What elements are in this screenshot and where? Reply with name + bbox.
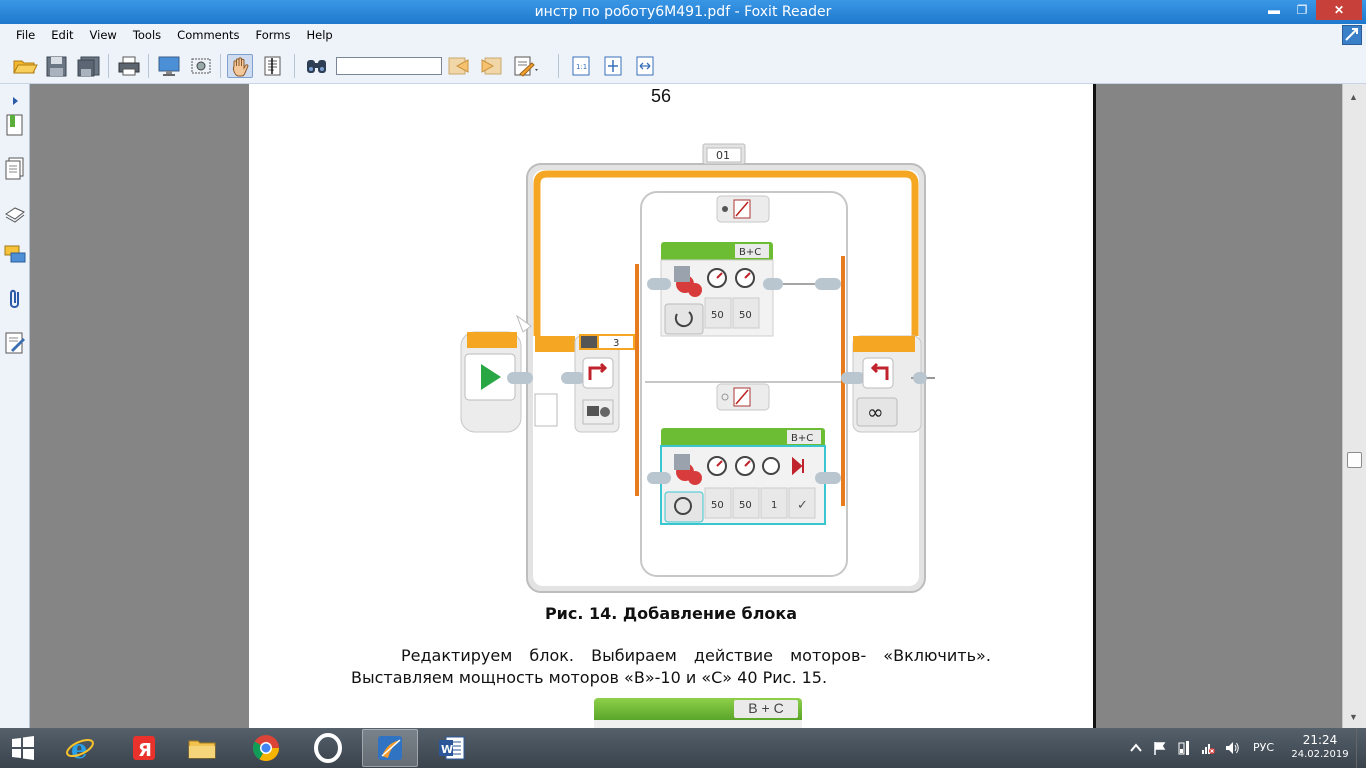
- page-number: 56: [651, 86, 672, 106]
- block1-value-1: 50: [739, 310, 752, 321]
- fullscreen-icon[interactable]: [156, 54, 182, 78]
- next-result-icon[interactable]: [478, 54, 504, 78]
- paragraph-line-2: Выставляем мощность моторов «В»-10 и «С»…: [351, 668, 828, 687]
- loop-counter: 01: [716, 149, 730, 162]
- prev-result-icon[interactable]: [446, 54, 472, 78]
- start-icon[interactable]: [0, 729, 46, 767]
- minimize-button[interactable]: ▬: [1268, 3, 1280, 17]
- next-figure-label: B + C: [734, 700, 798, 718]
- bookmarks-icon[interactable]: [3, 112, 27, 138]
- maximize-button[interactable]: ❐: [1296, 3, 1308, 17]
- layers-icon[interactable]: [3, 200, 27, 226]
- attachments-icon[interactable]: [3, 286, 27, 312]
- pdf-page: 56 01: [249, 84, 1096, 728]
- ev3-program-figure: 01: [449, 136, 939, 606]
- volume-icon[interactable]: [1224, 740, 1240, 756]
- actual-size-icon[interactable]: 1:1: [568, 54, 594, 78]
- figure-caption: Рис. 14. Добавление блока: [544, 604, 798, 623]
- word-icon[interactable]: W: [424, 729, 480, 767]
- document-view[interactable]: 56 01: [30, 84, 1342, 728]
- expand-panel-icon[interactable]: [3, 88, 27, 105]
- yandex-browser-icon[interactable]: Я: [116, 729, 172, 767]
- opera-icon[interactable]: [300, 729, 356, 767]
- show-desktop-button[interactable]: [1356, 728, 1366, 768]
- toolbar: 1:1: [0, 46, 1366, 84]
- menu-bar: File Edit View Tools Comments Forms Help: [0, 24, 1366, 46]
- restore-ribbon-icon[interactable]: [1342, 25, 1362, 45]
- window-title: инстр по роботу6М491.pdf - Foxit Reader: [534, 4, 832, 20]
- scroll-down-icon[interactable]: ▼: [1349, 712, 1358, 722]
- scroll-thumb[interactable]: [1347, 452, 1362, 468]
- paragraph-line-1: Редактируем блок. Выбираем действие мото…: [401, 646, 991, 665]
- print-icon[interactable]: [116, 54, 142, 78]
- clock-date: 24.02.2019: [1291, 749, 1349, 760]
- open-icon[interactable]: [12, 54, 38, 78]
- svg-text:W: W: [441, 743, 453, 756]
- internet-explorer-icon[interactable]: e: [52, 729, 108, 767]
- clock[interactable]: 21:24 24.02.2019: [1290, 733, 1350, 760]
- highlight-icon[interactable]: [512, 54, 538, 78]
- show-hidden-icons-icon[interactable]: [1128, 740, 1144, 756]
- menu-view[interactable]: View: [89, 28, 117, 42]
- next-figure-partial: B + C: [594, 698, 802, 728]
- menu-file[interactable]: File: [16, 28, 36, 42]
- switch-count: 3: [613, 338, 619, 349]
- select-text-icon[interactable]: [260, 54, 286, 78]
- svg-text:∞: ∞: [867, 400, 884, 424]
- block2-value-0: 50: [711, 500, 724, 511]
- chrome-icon[interactable]: [238, 729, 294, 767]
- language-indicator[interactable]: РУС: [1253, 741, 1275, 754]
- svg-text:1:1: 1:1: [576, 63, 587, 71]
- signatures-icon[interactable]: [3, 330, 27, 356]
- block1-value-0: 50: [711, 310, 724, 321]
- taskbar: e Я W РУС 21:24 24.02.2019: [0, 728, 1366, 768]
- battery-icon[interactable]: [1176, 740, 1192, 756]
- menu-edit[interactable]: Edit: [51, 28, 74, 42]
- find-icon[interactable]: [304, 54, 330, 78]
- block2-value-2: 1: [771, 500, 777, 511]
- network-icon[interactable]: [1200, 740, 1216, 756]
- menu-comments[interactable]: Comments: [177, 28, 240, 42]
- save-as-icon[interactable]: [76, 54, 102, 78]
- close-button[interactable]: ✕: [1316, 0, 1362, 20]
- block2-value-3: ✓: [797, 498, 808, 513]
- block2-value-1: 50: [739, 500, 752, 511]
- block1-port: B+C: [739, 247, 761, 258]
- vertical-scrollbar[interactable]: ▲ ▼: [1342, 84, 1366, 728]
- menu-tools[interactable]: Tools: [132, 28, 162, 42]
- action-center-flag-icon[interactable]: [1152, 740, 1168, 756]
- fit-page-icon[interactable]: [600, 54, 626, 78]
- menu-forms[interactable]: Forms: [255, 28, 291, 42]
- title-bar: инстр по роботу6М491.pdf - Foxit Reader …: [0, 0, 1366, 24]
- scroll-up-icon[interactable]: ▲: [1349, 92, 1358, 102]
- save-icon[interactable]: [44, 54, 70, 78]
- menu-help[interactable]: Help: [306, 28, 333, 42]
- svg-text:Я: Я: [138, 740, 152, 761]
- comments-icon[interactable]: [3, 242, 27, 268]
- navigation-panel: [0, 84, 30, 728]
- pages-icon[interactable]: [3, 156, 27, 182]
- file-explorer-icon[interactable]: [174, 729, 230, 767]
- fit-width-icon[interactable]: [632, 54, 658, 78]
- hand-tool-icon[interactable]: [227, 54, 253, 78]
- foxit-reader-icon[interactable]: [362, 729, 418, 767]
- block2-port: B+C: [791, 433, 813, 444]
- clock-time: 21:24: [1302, 733, 1338, 747]
- snapshot-icon[interactable]: [188, 54, 214, 78]
- find-input[interactable]: [336, 57, 442, 75]
